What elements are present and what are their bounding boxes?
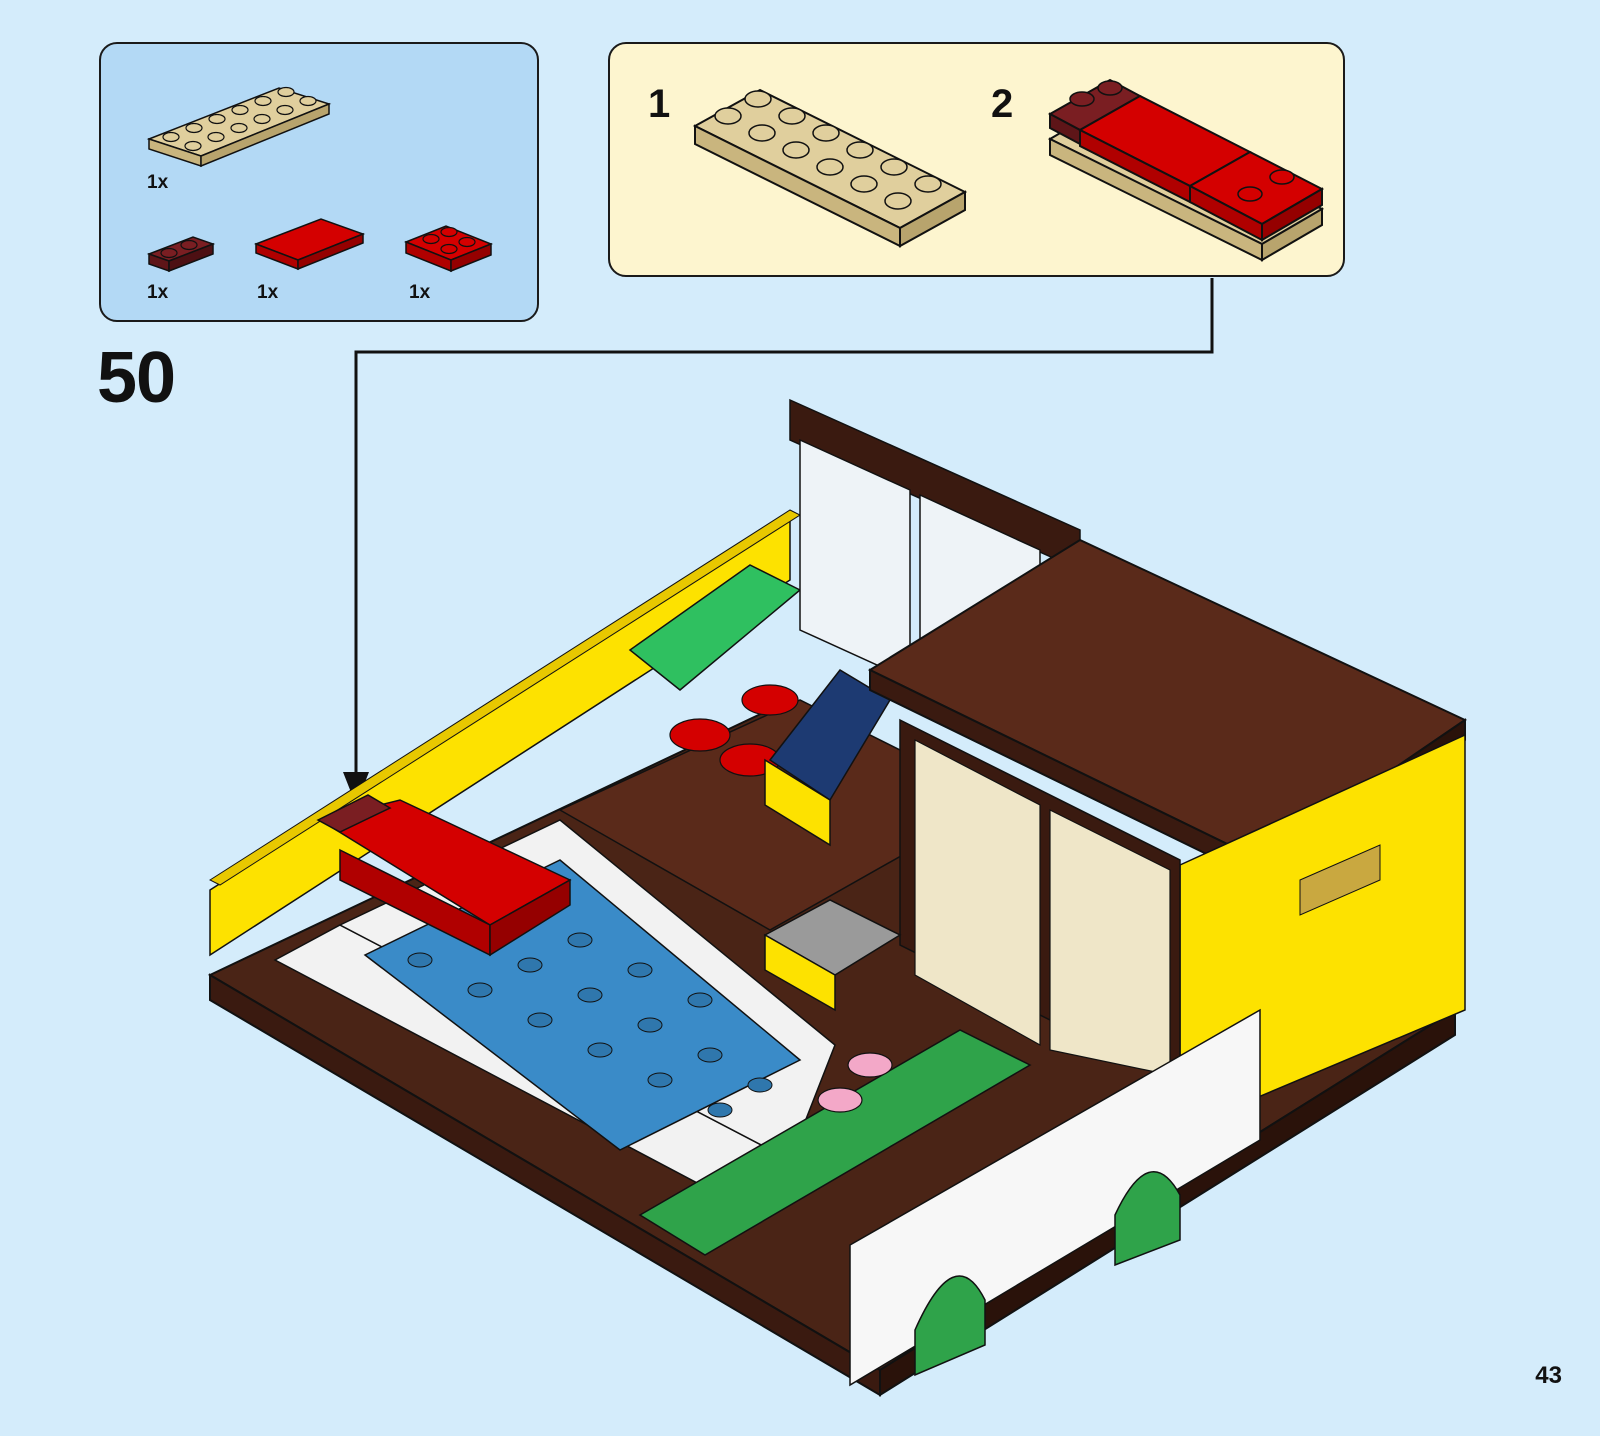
page-number: 43 [1535, 1362, 1562, 1390]
